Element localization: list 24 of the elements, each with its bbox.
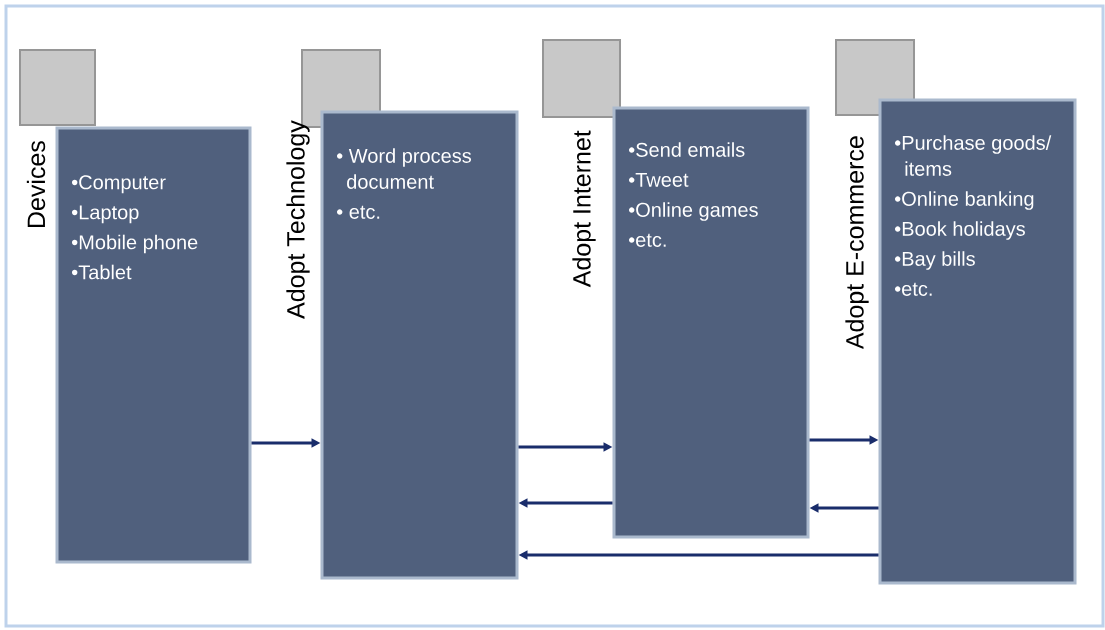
node-label: •Computer bbox=[71, 175, 166, 194]
node-label: •Tweet bbox=[628, 172, 689, 187]
node-label: •Purchase goods/ items bbox=[894, 135, 1052, 176]
bullet-list: • Word process document • etc. bbox=[337, 148, 471, 219]
column-heading: Adopt Internet bbox=[572, 130, 596, 288]
node-label: •Mobile phone bbox=[71, 234, 198, 254]
node-label: •etc. bbox=[628, 233, 666, 247]
node-label: •Online games bbox=[628, 202, 758, 221]
node-label: •Online banking bbox=[894, 191, 1034, 210]
node-label: •Bay bills bbox=[894, 251, 975, 270]
node-label: •Tablet bbox=[71, 264, 132, 280]
column-heading: Devices bbox=[26, 141, 46, 228]
square-box bbox=[19, 49, 96, 126]
node-label: •Send emails bbox=[628, 142, 745, 157]
square-box bbox=[542, 39, 621, 118]
bullet-list: •Send emails •Tweet •Online games •etc. bbox=[629, 142, 758, 247]
square-box bbox=[835, 39, 915, 116]
column-heading: Adopt E-commerce bbox=[845, 136, 869, 350]
bullet-list: •Purchase goods/ items •Online banking •Book holidays •Bay bills •etc. bbox=[895, 135, 1052, 296]
column-heading: Adopt Technology bbox=[286, 120, 310, 319]
node-label: •etc. bbox=[894, 282, 932, 296]
node-label: •Laptop bbox=[71, 205, 139, 224]
node-label: •Book holidays bbox=[894, 221, 1025, 240]
bullet-list: •Computer •Laptop •Mobile phone •Tablet bbox=[72, 175, 198, 280]
